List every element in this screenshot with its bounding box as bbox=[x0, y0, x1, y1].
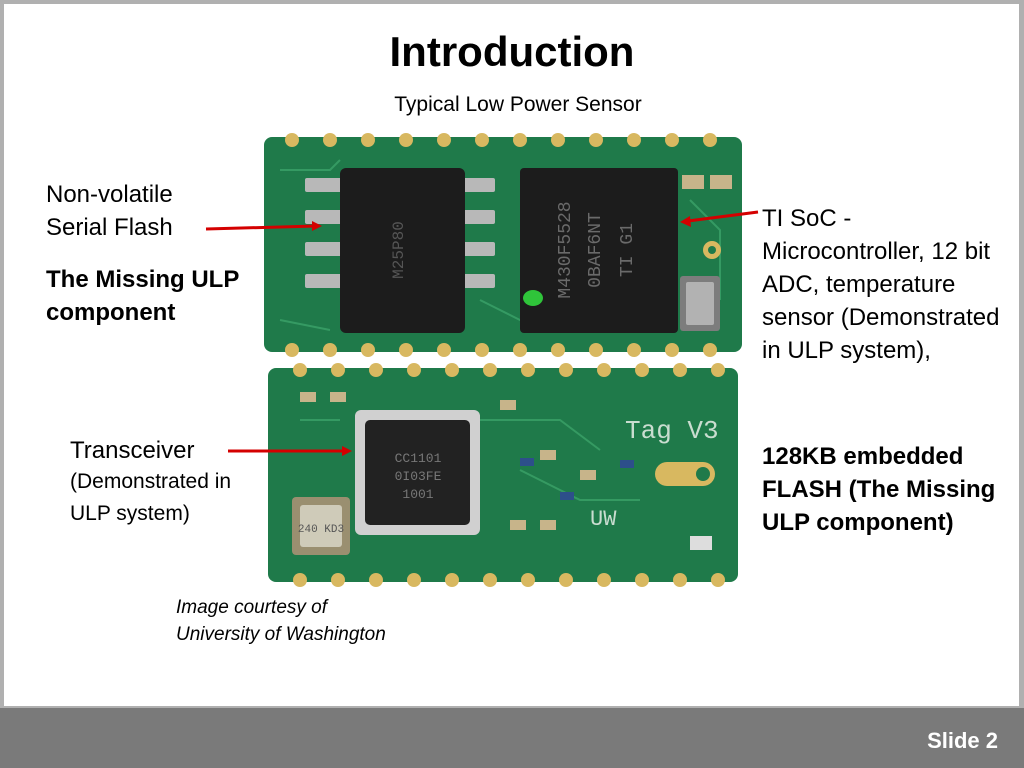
soc-missing-label: 128KB embedded FLASH (The Missing ULP co… bbox=[762, 443, 996, 536]
tag-marking: Tag V3 bbox=[625, 416, 719, 446]
crystal-marking: 240 KD3 bbox=[298, 524, 344, 536]
transceiver-label: Transceiver bbox=[70, 437, 195, 464]
flash-label: Non-volatile Serial Flash bbox=[46, 181, 173, 241]
callout-arrows bbox=[205, 210, 759, 456]
radio-marking-line2: 0I03FE bbox=[395, 469, 442, 484]
flash-arrow bbox=[205, 224, 317, 231]
radio-marking-line1: CC1101 bbox=[395, 451, 442, 466]
flash-chip-marking: M25P80 bbox=[390, 221, 408, 279]
credit-line-2: University of Washington bbox=[176, 624, 386, 645]
slide-footer: Slide 2 bbox=[0, 708, 1024, 768]
lower-board: CC1101 0I03FE 1001 240 KD3 Tag V3 UW bbox=[268, 363, 738, 587]
slide-canvas bbox=[4, 4, 1019, 706]
image-credit: Image courtesy of University of Washingt… bbox=[176, 594, 386, 648]
slide-subtitle: Typical Low Power Sensor bbox=[394, 93, 642, 116]
page-title: Introduction bbox=[389, 28, 635, 75]
soc-arrow bbox=[687, 210, 759, 223]
transceiver-note: (Demonstrated in ULP system) bbox=[70, 470, 232, 525]
serial-flash-chip: M25P80 bbox=[305, 168, 495, 333]
flash-missing-label: The Missing ULP component bbox=[46, 266, 239, 326]
slide-number: Slide 2 bbox=[927, 728, 998, 753]
uw-marking: UW bbox=[590, 507, 617, 532]
radio-marking-line3: 1001 bbox=[402, 487, 433, 502]
soc-marking-line3: TI G1 bbox=[618, 223, 638, 277]
soc-label: TI SoC - Microcontroller, 12 bit ADC, te… bbox=[762, 205, 1000, 364]
credit-line-1: Image courtesy of bbox=[176, 597, 328, 618]
soc-chip: M430F5528 0BAF6NT TI G1 bbox=[520, 168, 678, 333]
transceiver-chip: CC1101 0I03FE 1001 bbox=[355, 410, 480, 535]
crystal: 240 KD3 bbox=[292, 497, 350, 555]
upper-board: M25P80 M430F5528 0BAF6NT TI G1 bbox=[264, 133, 742, 357]
soc-marking-line2: 0BAF6NT bbox=[586, 212, 606, 288]
soc-marking-line1: M430F5528 bbox=[556, 201, 576, 298]
